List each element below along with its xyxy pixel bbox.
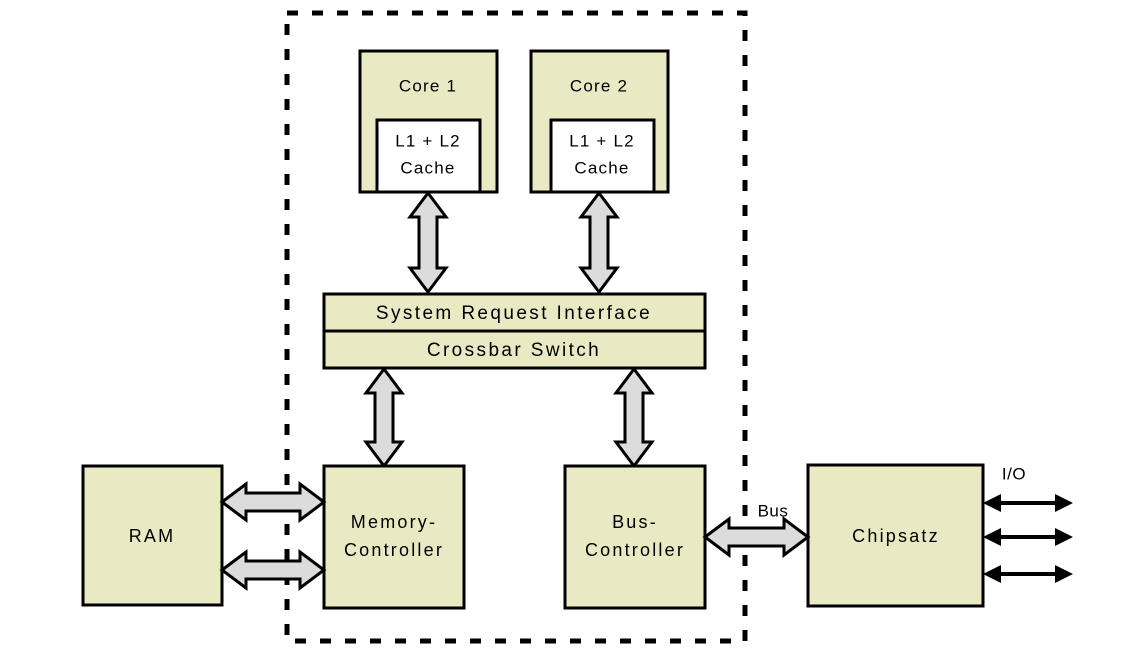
io-arrow-3: [983, 565, 1073, 583]
core-2-cache-label-line1: L1 + L2: [569, 131, 635, 150]
bus-controller-box: [563, 464, 707, 610]
memory-controller-label-line1: Memory-: [351, 512, 437, 532]
crossbar-switch-label: Crossbar Switch: [427, 340, 601, 361]
io-arrow-1: [983, 494, 1073, 512]
system-request-interface-label: System Request Interface: [376, 303, 652, 324]
memory-controller-box: [322, 464, 466, 610]
arrow-ram-to-memory-controller-upper: [219, 481, 327, 523]
chipsatz-box: [806, 463, 985, 608]
core-1-label: Core 1: [399, 76, 457, 95]
arrow-crossbar-to-memory-controller: [363, 366, 405, 469]
ram-label: RAM: [129, 526, 176, 546]
bus-controller-label-line2: Controller: [585, 540, 685, 560]
crossbar-switch-box: [322, 329, 707, 370]
arrow-crossbar-to-bus-controller: [613, 366, 655, 469]
io-label: I/O: [1002, 464, 1026, 483]
core-2-label: Core 2: [570, 76, 628, 95]
cpu-die-boundary: [284, 10, 748, 644]
arrow-bus-controller-to-chipsatz: [702, 516, 811, 558]
io-arrow-2: [983, 528, 1073, 546]
ram-box: [81, 464, 224, 607]
core-2-cache-box: [549, 118, 656, 194]
bus-label: Bus: [758, 501, 789, 520]
bus-controller-label-line1: Bus-: [612, 512, 658, 532]
arrow-ram-to-memory-controller-lower: [219, 549, 327, 591]
core-2-cache-label-line2: Cache: [574, 158, 629, 177]
arrow-core2-to-sri: [578, 190, 620, 295]
system-request-interface-box: [322, 292, 707, 333]
memory-controller-label-line2: Controller: [344, 540, 444, 560]
core-1-cache-box: [375, 118, 482, 194]
core-1-cache-label-line1: L1 + L2: [395, 131, 461, 150]
core-1-cache-label-line2: Cache: [400, 158, 455, 177]
chipsatz-label: Chipsatz: [852, 526, 940, 546]
arrow-core1-to-sri: [407, 190, 449, 295]
